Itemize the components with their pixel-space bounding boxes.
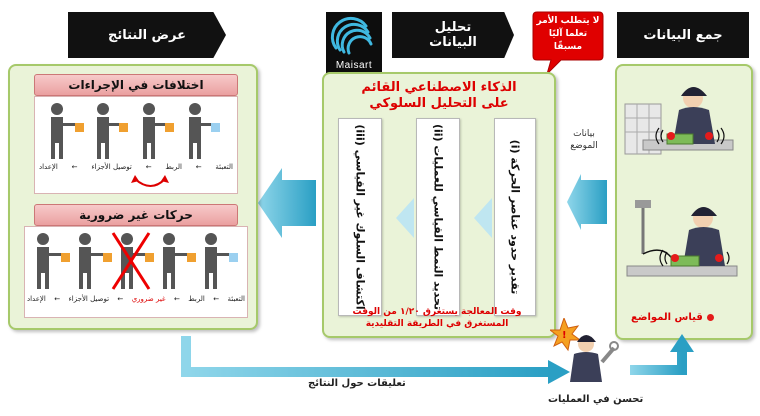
section1-box: الإعداد ← توصيل الأجزاء ← الربط ← التعبئ… — [34, 96, 238, 194]
section2-box: الإعداد ← توصيل الأجزاء ← غير ضروري ← ال… — [24, 226, 248, 318]
analysis-step-3-box: (iii) اكتشاف السلوك غير القياسي — [338, 118, 382, 316]
analysis-step-1-text: (i) تقدير حدود عناصر الحركة — [508, 139, 522, 295]
worker-measurement-top-icon — [624, 87, 734, 155]
step-arrow-1-icon — [474, 198, 492, 238]
svg-text:!: ! — [562, 330, 567, 341]
header-results-display: عرض النتائج — [68, 12, 226, 58]
worker-measurement-bottom-icon — [626, 200, 738, 277]
processing-time-note-line1: وقت المعالجة يستغرق ١/٢٠ من الوقت — [352, 307, 522, 317]
section1-step-4: التعبئة — [215, 163, 233, 171]
section2-step-5: التعبئة — [227, 295, 245, 303]
analysis-step-2-text: (ii) تحديد النمط القياسي للعمليات — [431, 123, 445, 311]
data-analysis-panel: الذكاء الاصطناعي القائم على التحليل السل… — [322, 72, 556, 338]
section2-arrow-2: ← — [117, 295, 124, 303]
step-arrow-2-icon — [396, 198, 414, 238]
measurement-caption: قياس المواضع — [631, 312, 714, 323]
section2-title: حركات غير ضرورية — [34, 204, 238, 226]
position-data-line1: بيانات — [573, 129, 595, 139]
callout-no-pretraining: لا يتطلب الأمر تعلما آليًا مسبقًا — [531, 10, 605, 76]
header-results-display-label: عرض النتائج — [107, 27, 187, 43]
callout-bubble-icon — [532, 11, 604, 76]
analysis-title: الذكاء الاصطناعي القائم على التحليل السل… — [324, 80, 554, 112]
section2-step-2: توصيل الأجزاء — [68, 295, 110, 303]
feedback-label: تعليقات حول النتائج — [308, 378, 406, 389]
section1-title-text: اختلافات في الإجراءات — [68, 78, 204, 92]
maisart-logo: Maisart — [326, 12, 382, 74]
header-data-collection-label: جمع البيانات — [643, 27, 723, 43]
section1-step-3: الربط — [165, 163, 182, 171]
swap-arrow-icon — [131, 175, 169, 187]
analysis-step-1-box: (i) تقدير حدود عناصر الحركة — [494, 118, 536, 316]
analysis-title-line1: الذكاء الاصطناعي القائم — [361, 80, 517, 95]
section2-arrow-3: ← — [173, 295, 180, 303]
section2-step-1: الإعداد — [27, 295, 46, 303]
callout-line1: لا يتطلب الأمر — [536, 16, 600, 26]
section1-title: اختلافات في الإجراءات — [34, 74, 238, 96]
section2-arrow-4: ← — [213, 295, 220, 303]
section1-arrow-1: ← — [71, 163, 78, 171]
section1-steps: الإعداد ← توصيل الأجزاء ← الربط ← التعبئ… — [39, 163, 233, 171]
callout-text: لا يتطلب الأمر تعلما آليًا مسبقًا — [533, 15, 603, 54]
section1-arrow-3: ← — [195, 163, 202, 171]
section1-workers-icon — [51, 103, 220, 159]
section1-step-1: الإعداد — [39, 163, 58, 171]
section2-workers-icon — [37, 232, 238, 290]
position-data-line2: الموضع — [570, 141, 598, 151]
analysis-title-line2: على التحليل السلوكي — [369, 96, 509, 111]
maisart-logo-mark-icon — [330, 16, 373, 55]
feedback-arrow-icon — [181, 336, 570, 384]
section1-arrow-2: ← — [145, 163, 152, 171]
improvement-worker-icon: ! — [550, 318, 619, 382]
improvement-label: تحسن في العمليات — [548, 394, 644, 405]
section2-step-3: غير ضروري — [131, 295, 166, 303]
section2-arrow-1: ← — [54, 295, 61, 303]
processing-time-note: وقت المعالجة يستغرق ١/٢٠ من الوقت المستغ… — [328, 306, 546, 330]
section2-steps: الإعداد ← توصيل الأجزاء ← غير ضروري ← ال… — [27, 295, 245, 303]
results-panel: اختلافات في الإجراءات الإعداد ← توصيل ال… — [8, 64, 258, 330]
analysis-step-3-text: (iii) اكتشاف السلوك غير القياسي — [353, 124, 367, 310]
return-arrow-icon — [630, 334, 694, 375]
arrow-collection-to-analysis-icon — [567, 174, 607, 230]
section2-step-4: الربط — [188, 295, 205, 303]
position-data-label: بيانات الموضع — [562, 128, 606, 152]
data-collection-panel: قياس المواضع — [615, 64, 753, 340]
header-data-collection: جمع البيانات — [617, 12, 749, 58]
analysis-step-2-box: (ii) تحديد النمط القياسي للعمليات — [416, 118, 460, 316]
red-dot-icon — [706, 314, 714, 321]
section1-step-2: توصيل الأجزاء — [91, 163, 132, 171]
maisart-logo-text: Maisart — [335, 60, 373, 71]
header-data-analysis-line1: تحليل — [434, 20, 472, 35]
callout-line2: تعلما آليًا — [548, 29, 588, 39]
processing-time-note-line2: المستغرق في الطريقة التقليدية — [365, 319, 509, 329]
arrow-analysis-to-results-icon — [258, 168, 316, 238]
measurement-caption-text: قياس المواضع — [631, 312, 703, 323]
header-data-analysis-line2: البيانات — [429, 35, 477, 50]
callout-line3: مسبقًا — [553, 42, 583, 52]
section2-title-text: حركات غير ضرورية — [79, 208, 193, 222]
